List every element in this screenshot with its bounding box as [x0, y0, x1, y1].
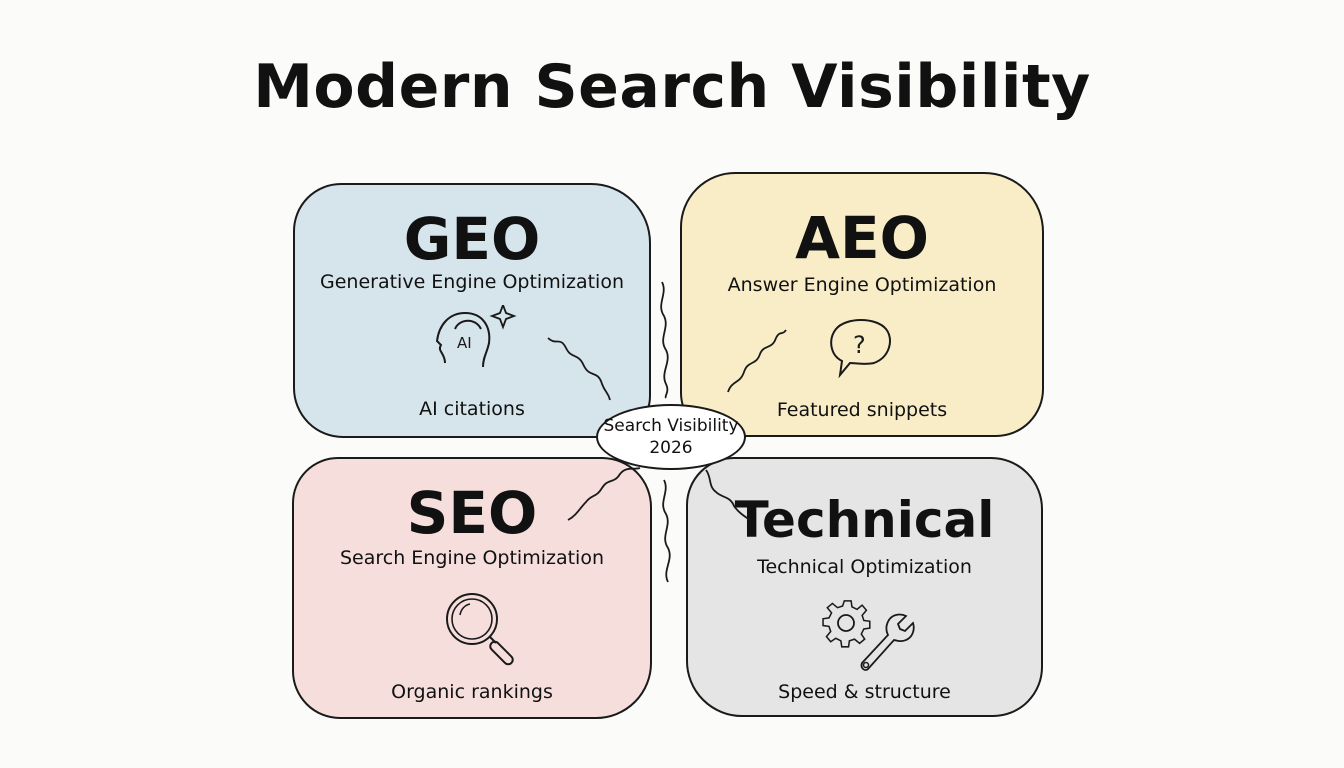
quadrant-caption: Organic rankings — [391, 681, 553, 703]
quadrant-technical: Technical Technical Optimization Speed &… — [686, 457, 1043, 717]
ai-head-icon: AI — [435, 305, 517, 368]
quadrant-caption: Featured snippets — [776, 399, 948, 421]
magnifying-glass-icon — [446, 593, 514, 666]
quadrant-aeo: AEO Answer Engine Optimization ? Feature… — [680, 172, 1044, 437]
quadrant-seo: SEO Search Engine Optimization Organic r… — [292, 457, 652, 719]
svg-text:?: ? — [853, 331, 866, 359]
gear-wrench-icon — [822, 600, 915, 671]
quadrant-abbr: Technical — [734, 491, 995, 549]
center-hub-year: 2026 — [649, 438, 693, 458]
question-speech-bubble-icon: ? — [830, 319, 891, 379]
center-hub-title: Search Visibility — [603, 416, 739, 436]
quadrant-geo: GEO Generative Engine Optimization AI AI… — [293, 183, 651, 438]
quadrant-caption: AI citations — [419, 398, 525, 420]
quadrant-abbr: SEO — [406, 479, 538, 547]
quadrant-full-name: Generative Engine Optimization — [320, 271, 624, 293]
quadrant-caption: Speed & structure — [778, 681, 951, 703]
svg-text:AI: AI — [457, 334, 472, 352]
quadrant-abbr: AEO — [795, 204, 929, 272]
center-hub: Search Visibility 2026 — [596, 404, 746, 470]
quadrant-full-name: Search Engine Optimization — [339, 547, 604, 569]
quadrant-full-name: Technical Optimization — [757, 556, 972, 578]
quadrant-full-name: Answer Engine Optimization — [727, 274, 997, 296]
quadrant-abbr: GEO — [403, 205, 541, 273]
page-title: Modern Search Visibility — [253, 52, 1091, 122]
